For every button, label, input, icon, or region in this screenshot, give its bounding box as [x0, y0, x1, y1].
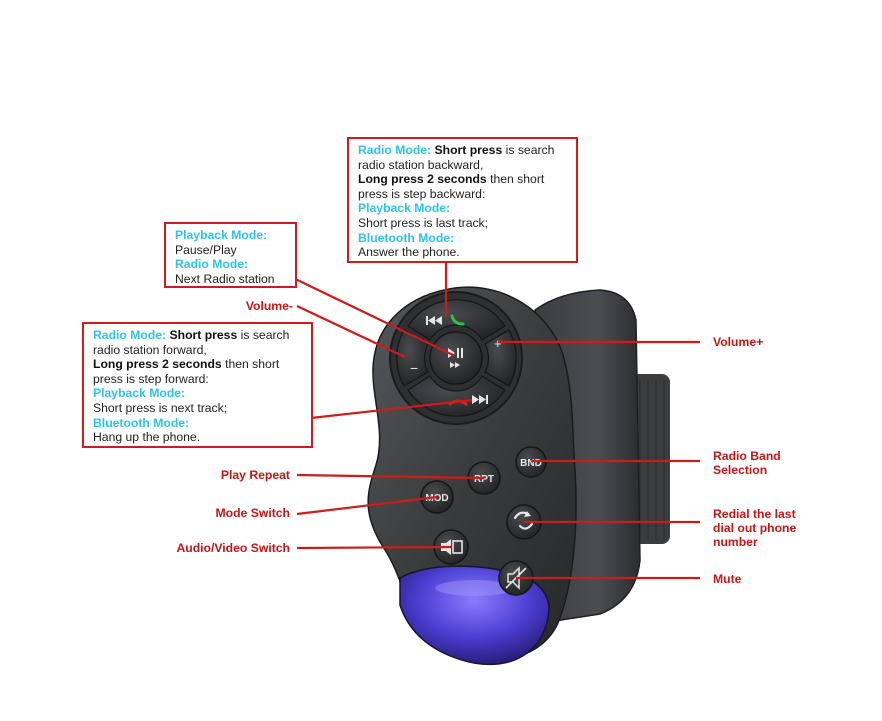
prev-track-icon [426, 316, 442, 325]
label-line: Selection [713, 463, 768, 477]
next-track-icon [472, 395, 488, 404]
callout-line: Long press 2 seconds then short [93, 357, 280, 372]
callout-line: press is step backward: [358, 186, 486, 201]
callout-line: Radio Mode: Short press is search [358, 143, 555, 157]
callout-line: radio station forward, [93, 342, 207, 357]
callout-line: Hang up the phone. [93, 430, 201, 445]
callout-line: Short press is last track; [358, 215, 489, 230]
play-pause-button[interactable] [429, 331, 483, 385]
leader-lines [286, 262, 700, 580]
label-line: dial out phone [713, 521, 797, 535]
volume-minus-button[interactable] [396, 329, 429, 387]
label-mode-switch: Mode Switch [215, 506, 290, 520]
label-line: Radio Band [713, 449, 781, 463]
rpt-button-label: RPT [474, 474, 494, 485]
callout-mode-heading: Bluetooth Mode: [358, 230, 455, 245]
volume-minus-glyph: − [410, 360, 418, 376]
callout-line: Radio Mode: Short press is search [93, 328, 290, 342]
label-redial: Redial the last dial out phone number [713, 507, 796, 549]
callout-line: radio station backward, [358, 157, 484, 172]
callout-line: press is step forward: [93, 371, 209, 386]
label-line: Redial the last [713, 507, 796, 521]
callout-play-pause: Playback Mode: Pause/Play Radio Mode: Ne… [164, 222, 297, 288]
prev-answer-button[interactable] [407, 299, 506, 341]
callout-line: Pause/Play [175, 242, 237, 257]
play-pause-icon [448, 348, 463, 368]
label-radio-band-selection: Radio Band Selection [713, 449, 781, 477]
label-mute: Mute [713, 572, 742, 586]
callout-line: Next Radio station [175, 271, 275, 286]
label-play-repeat: Play Repeat [220, 468, 290, 482]
label-line: number [713, 535, 758, 549]
volume-plus-button[interactable] [484, 329, 517, 387]
callout-line: Short press is next track; [93, 400, 228, 415]
callout-mode-heading: Playback Mode: [175, 228, 268, 242]
label-volume-minus: Volume- [245, 299, 293, 313]
volume-plus-glyph: + [494, 336, 502, 351]
callout-line: Long press 2 seconds then short [358, 172, 545, 187]
mod-button-label: MOD [425, 493, 448, 504]
callout-prev-button: Radio Mode: Short press is search radio … [347, 137, 578, 263]
callout-mode-heading: Radio Mode: [175, 257, 249, 272]
mute-button[interactable] [498, 560, 534, 596]
callout-line: Answer the phone. [358, 245, 460, 260]
next-hangup-button[interactable] [407, 375, 506, 417]
label-volume-plus: Volume+ [713, 335, 764, 349]
label-audio-video-switch: Audio/Video Switch [176, 541, 290, 555]
callout-mode-heading: Bluetooth Mode: [93, 415, 190, 430]
phone-answer-icon [450, 314, 465, 326]
callout-mode-heading: Playback Mode: [93, 386, 186, 401]
callout-next-button: Radio Mode: Short press is search radio … [82, 322, 313, 448]
bnd-button-label: BND [520, 458, 542, 469]
callout-mode-heading: Playback Mode: [358, 201, 451, 216]
